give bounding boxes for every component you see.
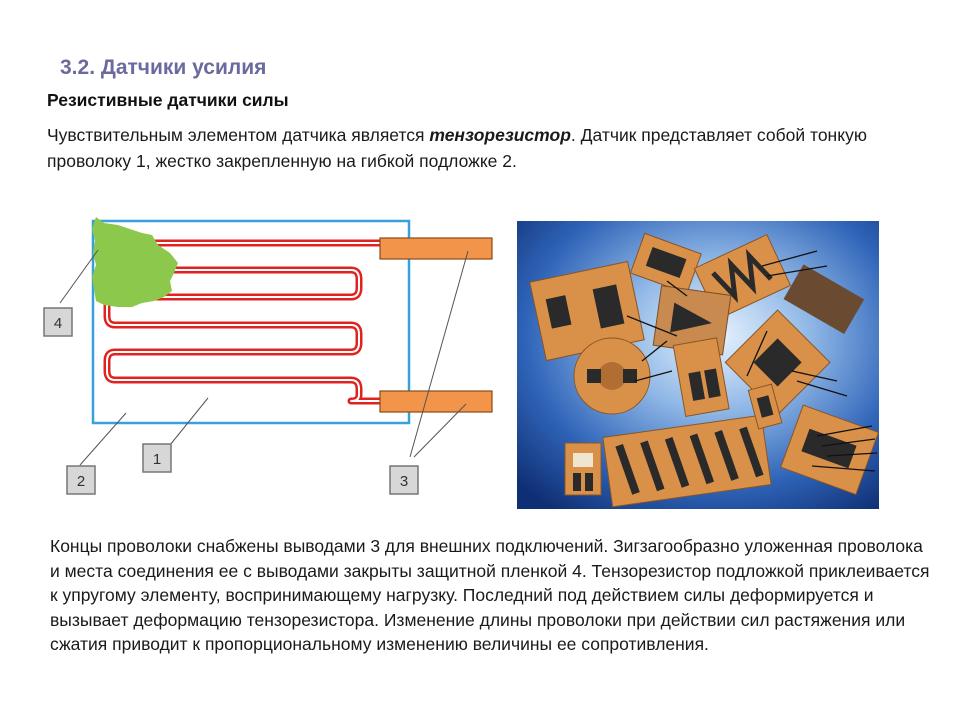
strain-gauge-diagram: 4 1 2 3 xyxy=(43,217,493,495)
gauge-right-strip xyxy=(783,264,865,334)
callout-4-label: 4 xyxy=(54,315,62,332)
intro-emphasis: тензорезистор xyxy=(429,125,571,145)
gauge-bottom-right xyxy=(780,404,879,496)
gauge-diamond-right xyxy=(724,309,831,416)
callout-2: 2 xyxy=(66,465,96,495)
callout-4: 4 xyxy=(43,307,73,337)
gauge-bottom-left xyxy=(564,442,602,496)
callout-3-label: 3 xyxy=(400,473,408,490)
gauge-small-right xyxy=(747,383,783,430)
intro-paragraph: Чувствительным элементом датчика являетс… xyxy=(47,122,927,174)
strain-gauges-photo xyxy=(517,221,879,509)
lead-wires xyxy=(626,250,878,472)
terminal-bottom xyxy=(379,390,493,413)
callout-2-label: 2 xyxy=(77,473,85,490)
body-paragraph: Концы проволоки снабжены выводами 3 для … xyxy=(50,536,930,654)
terminal-top xyxy=(379,237,493,260)
gauge-rosette-round xyxy=(573,337,651,415)
callout-1-label: 1 xyxy=(153,451,161,468)
protective-film xyxy=(92,217,178,307)
intro-text-start: Чувствительным элементом датчика являетс… xyxy=(47,125,430,145)
callout-3: 3 xyxy=(389,465,419,495)
gauge-large-left xyxy=(529,260,645,362)
leader-line-3a xyxy=(409,250,469,458)
callout-1: 1 xyxy=(142,443,172,473)
section-title: 3.2. Датчики усилия xyxy=(60,56,267,79)
gauge-small-mid xyxy=(672,337,730,418)
gauge-center xyxy=(652,285,732,356)
leader-line-4 xyxy=(59,249,99,304)
gauge-bottom-large xyxy=(602,414,772,508)
gauge-top xyxy=(629,232,702,295)
leader-line-1 xyxy=(169,397,209,446)
leader-line-2 xyxy=(79,412,127,466)
leader-line-3b xyxy=(413,403,467,458)
intro-text-end: . Датчик представляет собой тонкую прово… xyxy=(47,125,867,171)
slide-subtitle: Резистивные датчики силы xyxy=(47,90,289,110)
